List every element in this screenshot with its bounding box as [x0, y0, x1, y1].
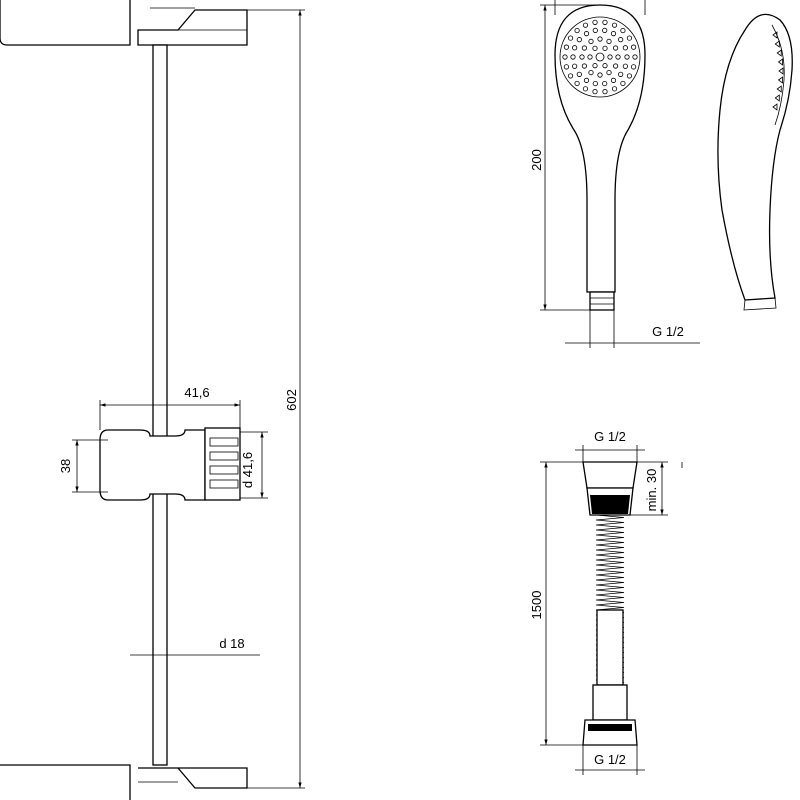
nozzle [626, 73, 633, 79]
nozzle [581, 63, 588, 69]
shower-dimensions: 200 G 1/2 [529, 0, 700, 348]
hose-length-label: 1500 [529, 591, 544, 620]
nozzle [618, 71, 624, 77]
nozzle [592, 45, 598, 51]
nozzle [563, 64, 570, 70]
nozzle [776, 85, 782, 93]
nozzle [567, 35, 574, 41]
nozzle [602, 80, 608, 87]
nozzle [632, 54, 638, 60]
hose-top-thread-label: G 1/2 [594, 429, 626, 444]
nozzle [774, 94, 780, 102]
hose-dimensions: G 1/2 1500 min. 30 G 1/2 [529, 429, 683, 775]
nozzle [583, 31, 590, 37]
hose-min-length-label: min. 30 [644, 469, 659, 512]
nozzle [776, 49, 782, 57]
nozzle [610, 31, 617, 37]
hose-bottom-nut [582, 719, 638, 746]
hose-bottom-thread-label: G 1/2 [594, 752, 626, 767]
rail-length-label: 602 [284, 389, 299, 411]
nozzle [606, 38, 612, 45]
nozzle [582, 86, 589, 92]
knob-diameter-label: d 41,6 [240, 452, 255, 488]
hand-shower-side [717, 13, 793, 311]
nozzle [592, 80, 598, 87]
slider-width-label: 41,6 [184, 385, 209, 400]
nozzle [602, 45, 608, 51]
nozzle [622, 45, 628, 51]
bottom-bracket [138, 767, 248, 789]
nozzle [574, 27, 580, 34]
nozzle [602, 89, 608, 95]
nozzle [597, 72, 603, 78]
nozzle [563, 44, 570, 50]
nozzle [562, 54, 568, 60]
nozzle [615, 54, 621, 60]
shower-thread-label: G 1/2 [652, 324, 684, 339]
shower-rail [0, 0, 248, 800]
nozzle [620, 80, 626, 87]
nozzle [576, 37, 582, 43]
nozzle [588, 38, 594, 45]
nozzle [778, 67, 784, 75]
nozzle [618, 37, 624, 43]
nozzle [570, 54, 576, 60]
shower-thread [589, 291, 615, 311]
nozzle [606, 69, 612, 76]
nozzle [626, 35, 633, 41]
shower-hose [582, 461, 638, 746]
nozzle [772, 103, 778, 111]
slider [99, 427, 241, 501]
nozzle [572, 45, 578, 51]
nozzle [583, 77, 590, 83]
nozzle [777, 58, 783, 66]
nozzle [630, 64, 637, 70]
nozzle [611, 86, 618, 92]
shower-length-label: 200 [529, 149, 544, 171]
rail-dimensions: 602 41,6 38 d 41,6 d 18 [58, 9, 305, 789]
nozzle [592, 19, 598, 25]
nozzle [610, 77, 617, 83]
nozzle [774, 40, 780, 48]
nozzle [620, 27, 626, 34]
nozzle [597, 36, 603, 42]
spray-nozzles [562, 19, 638, 95]
nozzle [567, 73, 574, 79]
nozzle [611, 22, 618, 28]
nozzle [579, 54, 585, 60]
slider-height-label: 38 [58, 459, 73, 473]
top-bracket [137, 9, 248, 46]
nozzle [581, 45, 588, 51]
nozzle [772, 31, 778, 39]
nozzle [588, 69, 594, 76]
nozzle [592, 63, 598, 69]
nozzle [622, 63, 628, 69]
rail-diameter-label: d 18 [219, 636, 244, 651]
nozzle [592, 89, 598, 95]
nozzle [602, 63, 608, 69]
nozzle [777, 76, 783, 84]
nozzle [602, 27, 608, 34]
nozzle [602, 19, 608, 25]
nozzle [612, 45, 619, 51]
hand-shower-front [554, 4, 646, 311]
nozzle [576, 71, 582, 77]
nozzle [574, 80, 580, 87]
nozzle [572, 63, 578, 69]
nozzle [612, 63, 619, 69]
nozzle [630, 44, 637, 50]
hose-top-nut [582, 461, 638, 489]
side-nozzles [772, 31, 784, 111]
nozzle [592, 27, 598, 34]
bottom-wall-plate [0, 764, 131, 800]
nozzle [607, 54, 613, 60]
top-wall-plate [0, 0, 131, 46]
nozzle [624, 54, 630, 60]
nozzle [582, 22, 589, 28]
nozzle [587, 54, 593, 60]
